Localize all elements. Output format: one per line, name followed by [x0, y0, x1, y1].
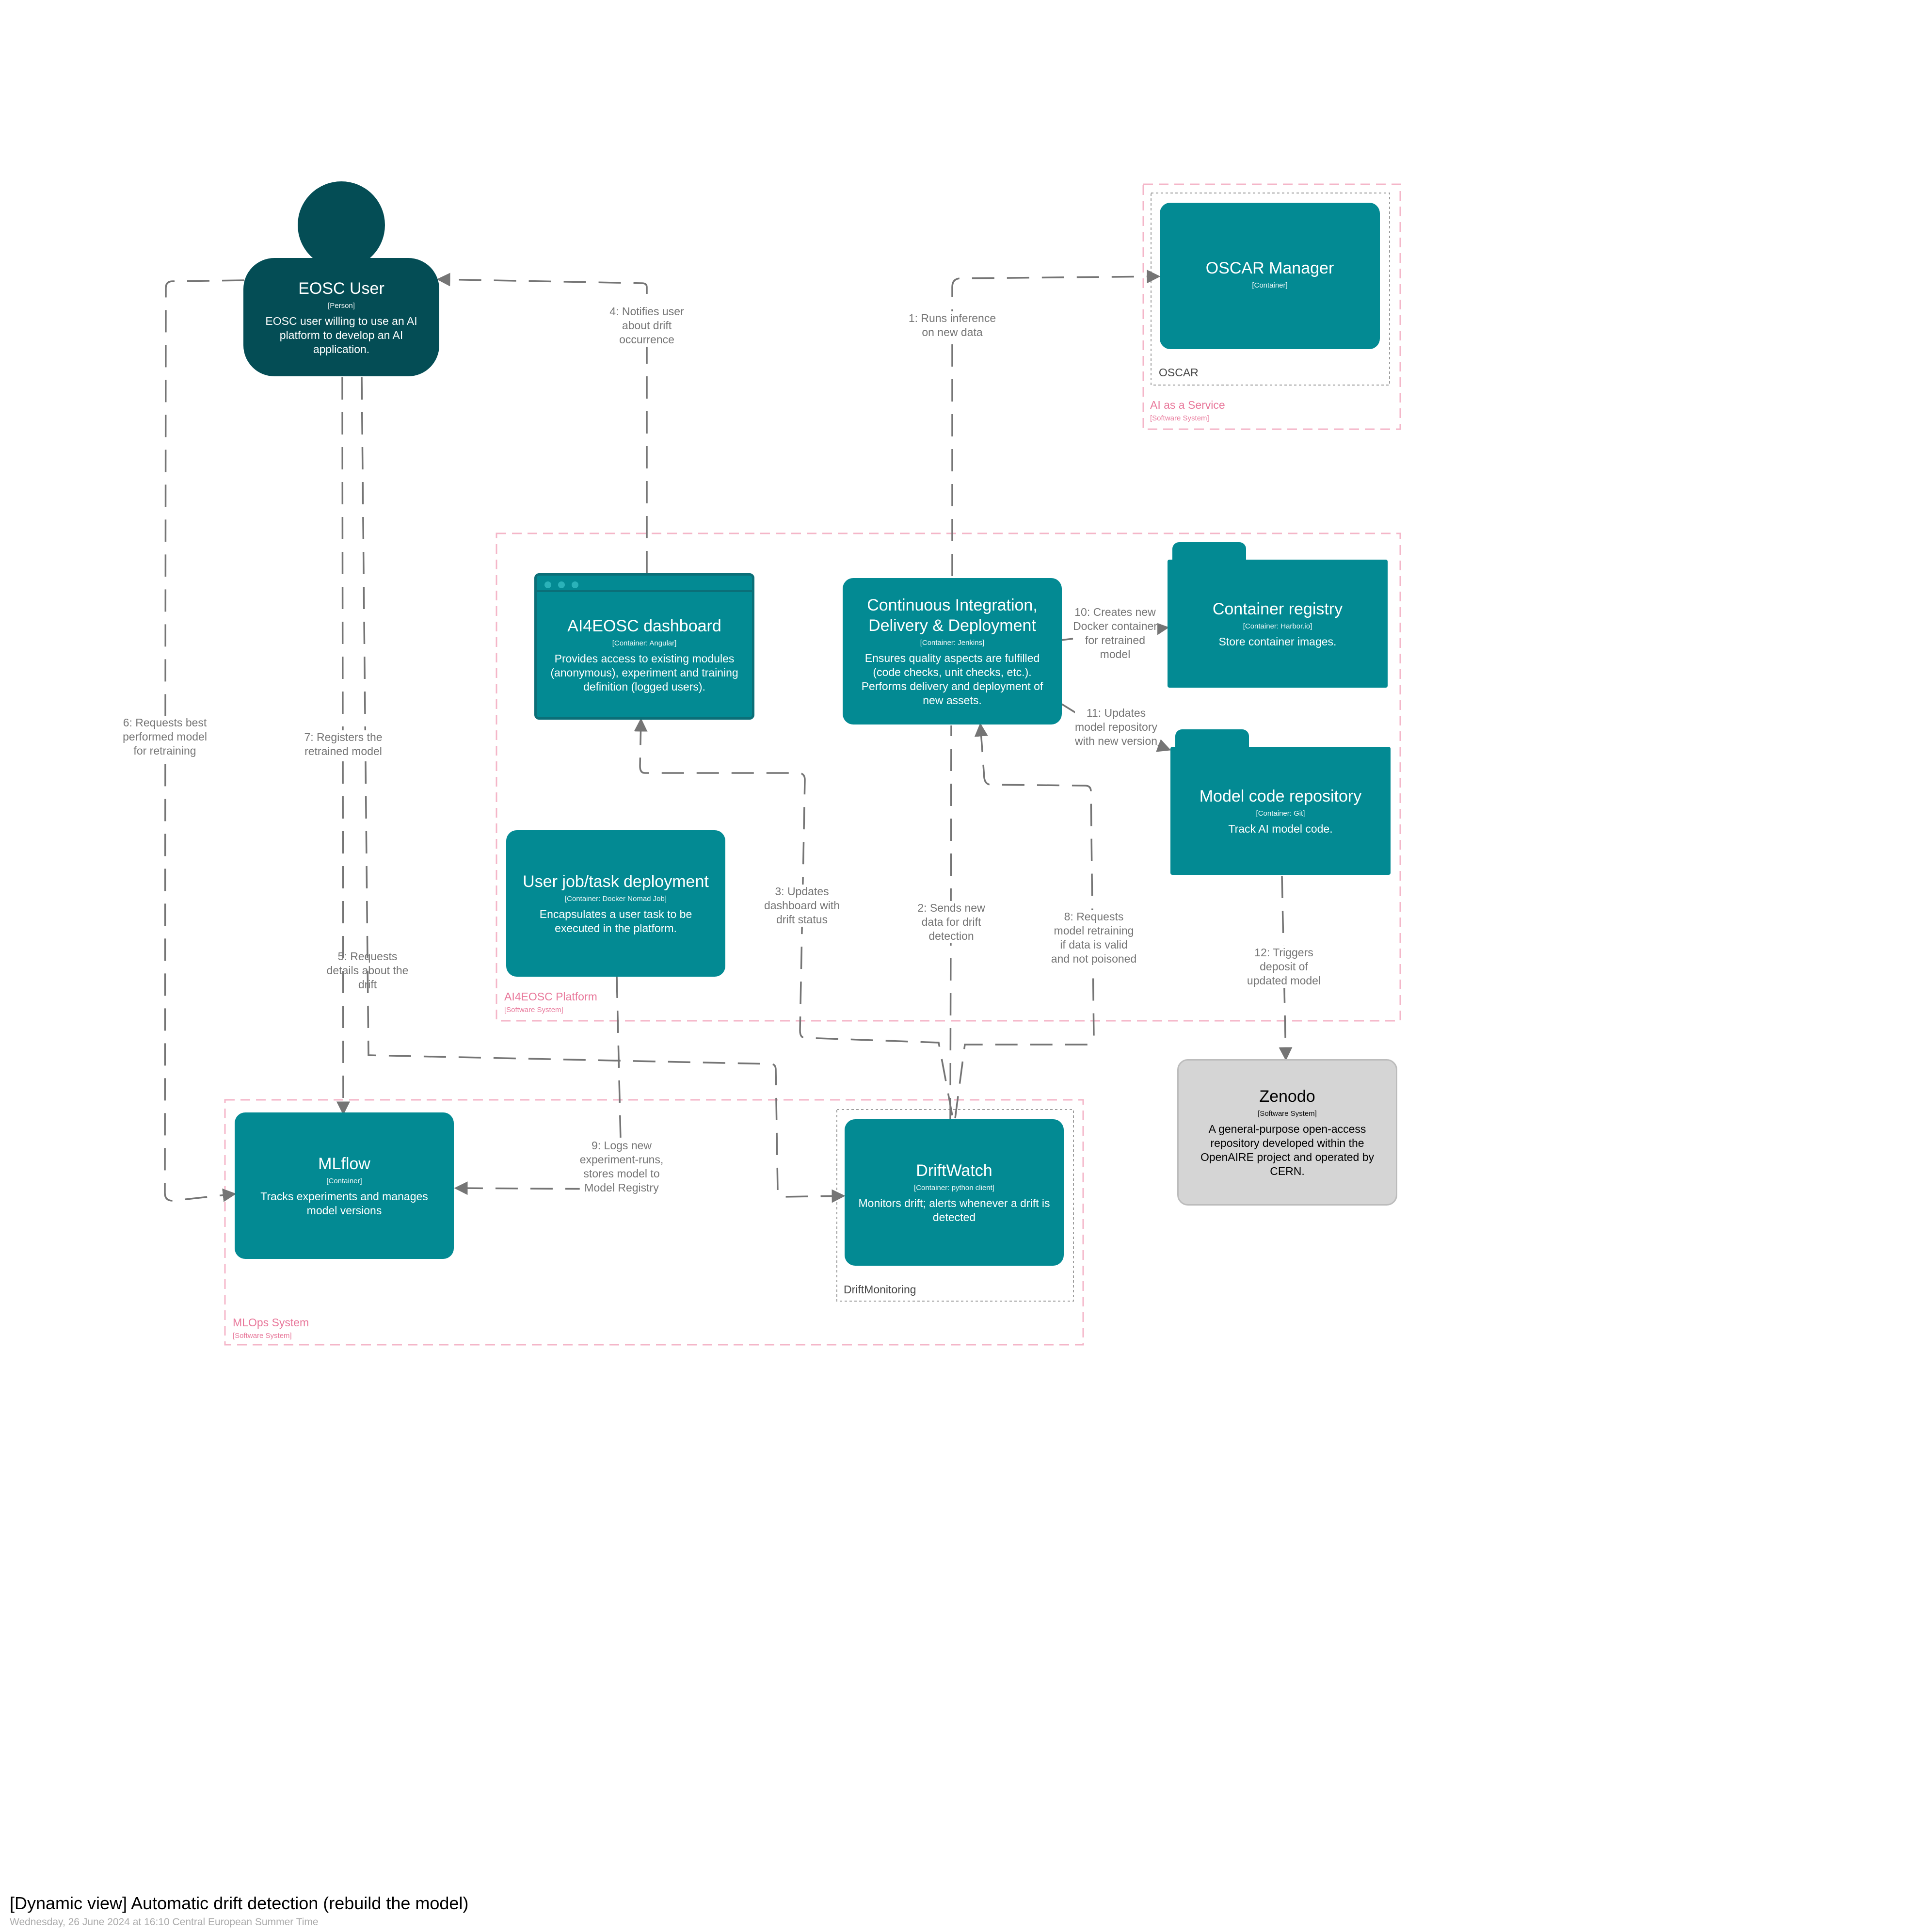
mlflow-desc: Tracks experiments and manages model ver… — [260, 1190, 428, 1217]
group-label-oscar: OSCAR — [1159, 366, 1199, 379]
cicd-jenkins[interactable]: Continuous Integration, Delivery & Deplo… — [843, 578, 1062, 724]
dashboard-desc: Provides access to existing modules (ano… — [550, 652, 738, 693]
zenodo-desc: A general-purpose open-access repository… — [1200, 1123, 1374, 1177]
boundary-type-mlops-system: [Software System] — [233, 1332, 292, 1340]
eosc-user[interactable]: EOSC User [Person] EOSC user willing to … — [243, 258, 439, 376]
model-repo-folder-tab — [1175, 729, 1249, 749]
cicd-name: Continuous Integration, Delivery & Deplo… — [867, 596, 1038, 635]
eosc-user-desc: EOSC user willing to use an AI platform … — [265, 314, 417, 355]
oscar-manager-name: OSCAR Manager — [1205, 259, 1334, 277]
edge-4-notifies-user — [436, 273, 648, 573]
diagram-title: [Dynamic view] Automatic drift detection… — [10, 1893, 469, 1913]
group-oscar — [1151, 193, 1390, 386]
edge-5-requests-details — [361, 377, 846, 1203]
boundary-label-ai-as-a-service: AI as a Service — [1150, 399, 1225, 411]
mlflow-name: MLflow — [318, 1155, 370, 1173]
driftwatch-desc: Monitors drift; alerts whenever a drift … — [858, 1197, 1050, 1224]
person-head — [298, 181, 385, 269]
model-repo-type: [Container: Git] — [1256, 809, 1305, 818]
diagram-timestamp: Wednesday, 26 June 2024 at 16:10 Central… — [10, 1916, 319, 1928]
boundary-label-ai4eosc-platform: AI4EOSC Platform — [504, 990, 597, 1003]
user-job-deployment[interactable]: User job/task deployment [Container: Doc… — [506, 830, 725, 977]
model-repo-desc: Track AI model code. — [1228, 822, 1333, 835]
driftwatch-type: [Container: python client] — [914, 1184, 994, 1192]
container-registry-folder-tab — [1172, 542, 1246, 562]
cicd-desc: Ensures quality aspects are fulfilled (c… — [861, 652, 1043, 707]
edge-3-updates-dashboard — [634, 718, 953, 1116]
boundary-ai-as-a-service — [1142, 183, 1401, 430]
group-label-drift-monitoring: DriftMonitoring — [844, 1283, 916, 1296]
user-job-type: [Container: Docker Nomad Job] — [564, 895, 667, 903]
boundary-label-mlops-system: MLOps System — [233, 1316, 309, 1329]
dashboard-name: AI4EOSC dashboard — [567, 616, 721, 635]
user-job-desc: Encapsulates a user task to be executed … — [539, 908, 692, 934]
boundary-ai4eosc-platform — [496, 532, 1401, 1022]
container-registry-name: Container registry — [1212, 599, 1343, 618]
container-registry[interactable]: Container registry [Container: Harbor.io… — [1168, 560, 1388, 688]
edge-2-sends-data — [949, 725, 952, 1121]
mlflow-type: [Container] — [326, 1177, 362, 1185]
zenodo-name: Zenodo — [1259, 1087, 1315, 1106]
boundary-type-ai4eosc-platform: [Software System] — [504, 1006, 563, 1014]
driftwatch-name: DriftWatch — [916, 1161, 992, 1180]
model-repo-name: Model code repository — [1199, 787, 1362, 805]
container-registry-desc: Store container images. — [1218, 635, 1337, 648]
browser-bar — [537, 590, 752, 592]
edge-8-requests-retraining — [954, 723, 1095, 1119]
edge-1-runs-inference — [951, 270, 1161, 576]
ai4eosc-dashboard[interactable]: AI4EOSC dashboard [Container: Angular] P… — [534, 573, 754, 720]
eosc-user-name: EOSC User — [298, 279, 384, 298]
cicd-type: [Container: Jenkins] — [920, 639, 985, 647]
oscar-manager-type: [Container] — [1252, 281, 1288, 290]
driftwatch[interactable]: DriftWatch [Container: python client] Mo… — [845, 1119, 1064, 1266]
oscar-manager[interactable]: OSCAR Manager [Container] — [1160, 203, 1380, 349]
eosc-user-type: [Person] — [328, 301, 355, 310]
boundary-mlops-system — [224, 1099, 1084, 1346]
mlflow[interactable]: MLflow [Container] Tracks experiments an… — [235, 1112, 454, 1259]
user-job-name: User job/task deployment — [523, 872, 709, 891]
zenodo-type: [Software System] — [1258, 1110, 1317, 1118]
zenodo[interactable]: Zenodo [Software System] A general-purpo… — [1177, 1059, 1397, 1206]
dashboard-type: [Container: Angular] — [612, 639, 677, 647]
model-code-repository[interactable]: Model code repository [Container: Git] T… — [1170, 747, 1391, 875]
group-drift-monitoring — [836, 1109, 1074, 1302]
browser-dots-icon — [544, 581, 578, 588]
container-registry-type: [Container: Harbor.io] — [1243, 622, 1312, 630]
boundary-type-ai-as-a-service: [Software System] — [1150, 414, 1209, 422]
